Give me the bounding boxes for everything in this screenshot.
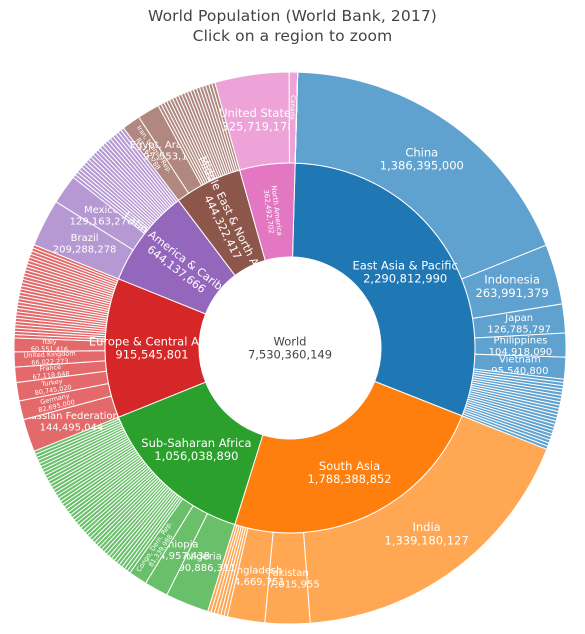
root-node[interactable]: [200, 258, 380, 438]
country-other[interactable]: [294, 71, 299, 164]
country-china[interactable]: [294, 71, 547, 280]
chart-subtitle: Click on a region to zoom: [192, 27, 393, 45]
chart-title: World Population (World Bank, 2017): [148, 7, 437, 25]
